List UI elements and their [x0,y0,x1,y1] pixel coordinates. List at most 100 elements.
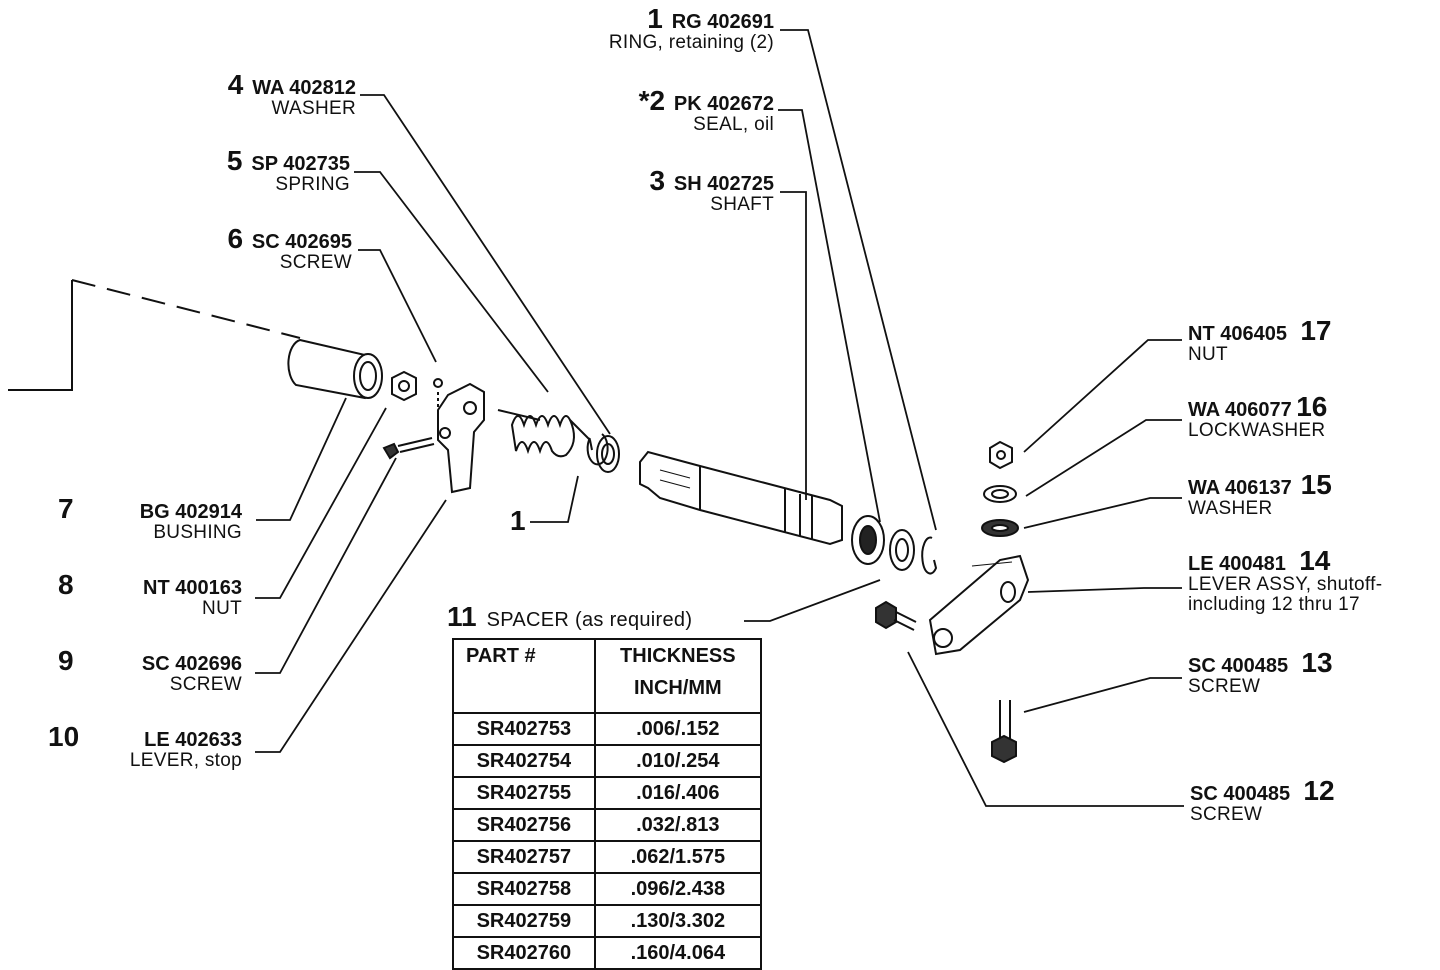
table-row: SR402753.006/.152 [452,712,763,746]
callout-12-number: 12 [1303,775,1335,806]
thickness-cell: .062/1.575 [593,840,763,874]
callout-15-description: WASHER [1188,498,1273,520]
callout-17-description: NUT [1188,344,1228,366]
callout-5: 5 SP 402735 SPRING [150,146,350,195]
thickness-cell: .010/.254 [593,744,763,778]
bushing-part [287,338,383,400]
callout-10: 10 LE 402633 LEVER, stop [48,722,242,771]
callout-13-number: 13 [1301,647,1333,678]
callout-4-part-code: WA 402812 [252,77,356,99]
callout-1-number: 1 [647,3,663,34]
lockwasher-part-16 [983,485,1017,503]
callout-3: 3 SH 402725 SHAFT [560,166,774,215]
callout-6-number: 6 [227,223,244,254]
callout-6-part-code: SC 402695 [251,231,352,253]
spacer-callout: 11 SPACER (as required) [447,601,692,633]
nut-part-17 [989,440,1013,470]
table-row: SR402758.096/2.438 [452,872,763,906]
callout-16-part-code: WA 406077 [1188,399,1292,421]
callout-5-part-code: SP 402735 [251,153,350,175]
callout-12: SC 400485 12 SCREW [1190,776,1390,825]
callout-3-part-code: SH 402725 [673,173,774,195]
part-number-cell: SR402760 [452,936,596,970]
thickness-cell: .096/2.438 [593,872,763,906]
part-number-cell: SR402756 [452,808,596,842]
table-row: SR402756.032/.813 [452,808,763,842]
spacer-thickness-table: PART # THICKNESS INCH/MM SR402753.006/.1… [452,638,763,970]
callout-15: WA 406137 15 WASHER [1188,470,1388,519]
callout-14-description: LEVER ASSY, shutoff- [1188,574,1383,596]
oil-seal-part [851,515,885,565]
callout-5-number: 5 [226,145,243,176]
callout-12-description: SCREW [1190,804,1263,826]
callout-8-description: NUT [202,598,242,619]
washer-part-15 [981,519,1019,537]
callout-5-description: SPRING [275,174,350,196]
callout-16-description: LOCKWASHER [1188,420,1326,442]
callout-15-part-code: WA 406137 [1188,477,1292,499]
callout-9-part-code: SC 402696 [141,653,242,675]
screw-part-12 [875,600,917,631]
callout-4: 4 WA 402812 WASHER [160,70,356,119]
washer-part-4 [596,435,620,473]
callout-13-part-code: SC 400485 [1188,655,1289,677]
table-row: SR402759.130/3.302 [452,904,763,938]
part-number-header: PART # [452,638,596,714]
callout-1: 1 RG 402691 RING, retaining (2) [560,4,774,53]
spacer-part [889,529,915,571]
callout-13-description: SCREW [1188,676,1261,698]
thickness-cell: .032/.813 [593,808,763,842]
callout-14-description-line2: including 12 thru 17 [1188,594,1360,616]
callout-7-part-code: BG 402914 [139,501,242,523]
callout-17-part-code: NT 406405 [1188,323,1287,345]
part-number-cell: SR402757 [452,840,596,874]
callout-6-description: SCREW [279,252,352,274]
callout-4-number: 4 [227,69,244,100]
screw-part-13 [991,700,1017,764]
thickness-header-line2: INCH/MM [633,677,722,699]
thickness-cell: .006/.152 [593,712,763,746]
callout-2-number: *2 [638,85,666,116]
stop-lever-part [437,382,485,494]
callout-4-description: WASHER [271,98,356,120]
callout-13: SC 400485 13 SCREW [1188,648,1388,697]
callout-7: 7 BG 402914 BUSHING [58,494,242,543]
callout-16-number: 16 [1296,391,1328,422]
thickness-cell: .160/4.064 [593,936,763,970]
callout-3-description: SHAFT [710,194,774,216]
spacer-description: SPACER (as required) [486,609,693,631]
thickness-header: THICKNESS INCH/MM [593,638,763,714]
set-screw-part [433,378,443,388]
callout-2: *2 PK 402672 SEAL, oil [560,86,774,135]
part-number-cell: SR402759 [452,904,596,938]
callout-1-description: RING, retaining (2) [608,32,774,54]
callout-12-part-code: SC 400485 [1190,783,1291,805]
callout-1-part-code: RG 402691 [671,11,774,33]
callout-10-part-code: LE 402633 [144,729,242,751]
callout-8: 8 NT 400163 NUT [58,570,242,619]
part-number-cell: SR402753 [452,712,596,746]
callout-14: LE 400481 14 LEVER ASSY, shutoff- includ… [1188,546,1438,615]
thickness-cell: .130/3.302 [593,904,763,938]
callout-2-description: SEAL, oil [693,114,774,136]
callout-2-part-code: PK 402672 [673,93,774,115]
callout-6: 6 SC 402695 SCREW [150,224,352,273]
callout-7-description: BUSHING [153,522,242,543]
part-number-cell: SR402755 [452,776,596,810]
screw-part-9 [382,437,435,460]
callout-17-number: 17 [1300,315,1332,346]
callout-14-number: 14 [1299,545,1331,576]
table-row: SR402754.010/.254 [452,744,763,778]
spacer-number: 11 [447,601,477,632]
callout-1-secondary: 1 [510,506,526,535]
thickness-cell: .016/.406 [593,776,763,810]
part-number-cell: SR402754 [452,744,596,778]
table-row: SR402760.160/4.064 [452,936,763,970]
callout-3-number: 3 [649,165,666,196]
housing-outline [8,279,301,391]
callout-8-number: 8 [58,569,74,600]
callout-7-number: 7 [58,493,74,524]
part-number-cell: SR402758 [452,872,596,906]
callout-14-part-code: LE 400481 [1188,553,1286,575]
